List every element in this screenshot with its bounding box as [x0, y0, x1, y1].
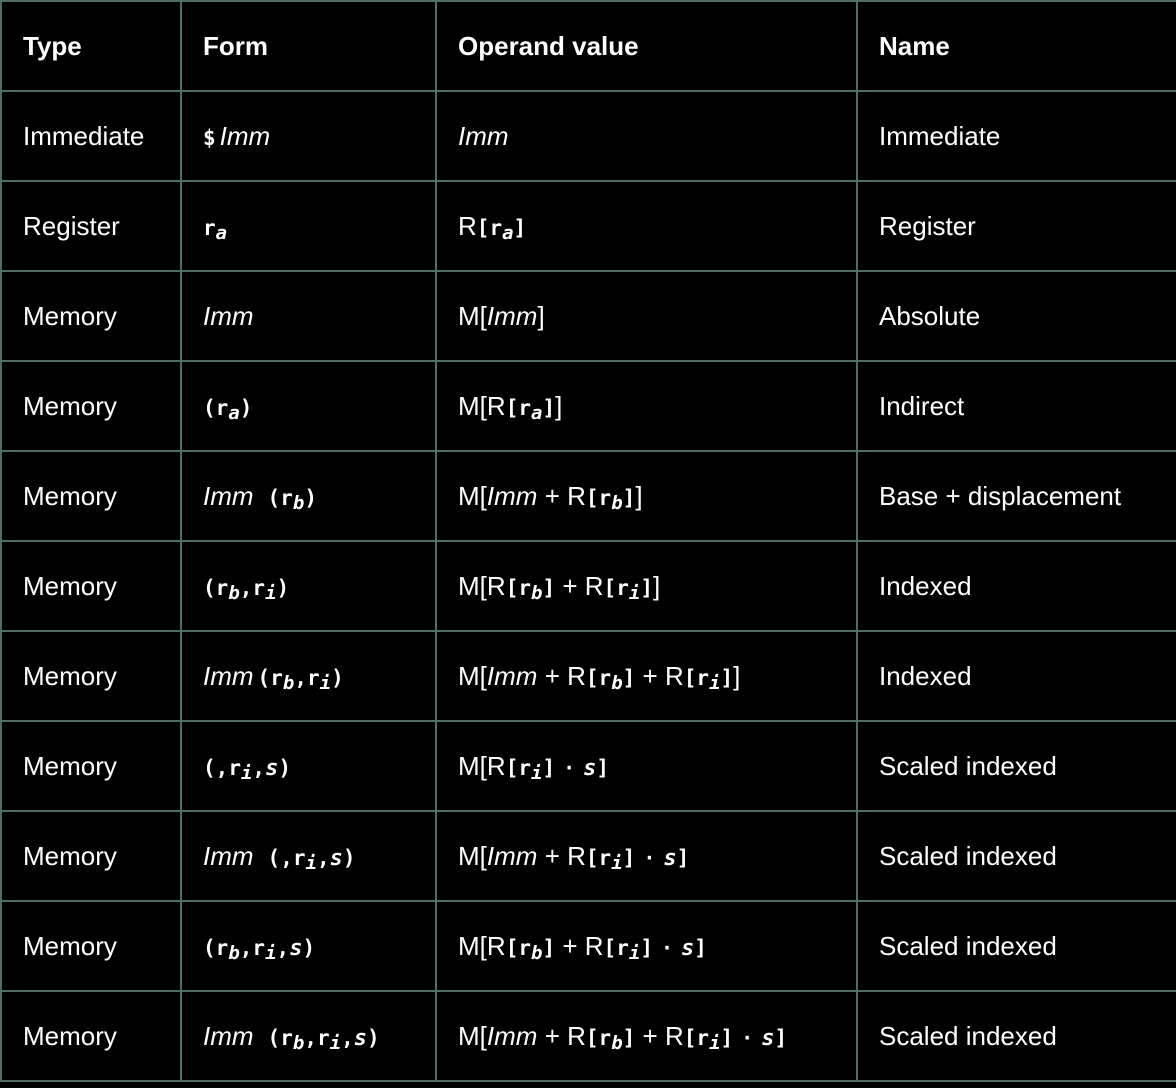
form-cell: Imm(rb,ri)	[180, 630, 437, 722]
type-cell: Memory	[0, 540, 182, 632]
operand-value-cell: M[Imm + R[rb] + R[ri]·s]	[435, 990, 858, 1082]
name-cell: Immediate	[856, 90, 1176, 182]
name-cell: Scaled indexed	[856, 900, 1176, 992]
table-row: Memory Imm M[Imm] Absolute	[0, 270, 1176, 362]
type-cell: Memory	[0, 810, 182, 902]
header-form: Form	[180, 0, 437, 92]
operand-value-cell: R[ra]	[435, 180, 858, 272]
table-row: Immediate $Imm Imm Immediate	[0, 90, 1176, 182]
header-row: Type Form Operand value Name	[0, 0, 1176, 92]
name-cell: Absolute	[856, 270, 1176, 362]
table-row: Memory Imm(rb) M[Imm + R[rb]] Base + dis…	[0, 450, 1176, 542]
form-cell: (rb,ri,s)	[180, 900, 437, 992]
form-cell: Imm(rb,ri,s)	[180, 990, 437, 1082]
header-type: Type	[0, 0, 182, 92]
form-cell: (ra)	[180, 360, 437, 452]
form-cell: Imm(,ri,s)	[180, 810, 437, 902]
name-cell: Indexed	[856, 540, 1176, 632]
name-cell: Scaled indexed	[856, 990, 1176, 1082]
operand-value-cell: Imm	[435, 90, 858, 182]
form-cell: Imm	[180, 270, 437, 362]
operand-value-cell: M[R[rb] + R[ri]·s]	[435, 900, 858, 992]
operand-value-cell: M[Imm + R[ri]·s]	[435, 810, 858, 902]
type-cell: Memory	[0, 360, 182, 452]
operand-value-cell: M[R[ri]·s]	[435, 720, 858, 812]
type-cell: Memory	[0, 270, 182, 362]
form-cell: (,ri,s)	[180, 720, 437, 812]
name-cell: Indexed	[856, 630, 1176, 722]
name-cell: Scaled indexed	[856, 720, 1176, 812]
form-cell: ra	[180, 180, 437, 272]
table-row: Memory (ra) M[R[ra]] Indirect	[0, 360, 1176, 452]
operand-value-cell: M[Imm + R[rb] + R[ri]]	[435, 630, 858, 722]
name-cell: Scaled indexed	[856, 810, 1176, 902]
type-cell: Memory	[0, 630, 182, 722]
operand-value-cell: M[Imm + R[rb]]	[435, 450, 858, 542]
table-row: Memory Imm(rb,ri) M[Imm + R[rb] + R[ri]]…	[0, 630, 1176, 722]
type-cell: Memory	[0, 900, 182, 992]
type-cell: Memory	[0, 990, 182, 1082]
form-cell: $Imm	[180, 90, 437, 182]
type-cell: Register	[0, 180, 182, 272]
table-row: Register ra R[ra] Register	[0, 180, 1176, 272]
name-cell: Register	[856, 180, 1176, 272]
operand-value-cell: M[R[ra]]	[435, 360, 858, 452]
header-operand-value: Operand value	[435, 0, 858, 92]
table-row: Memory (rb,ri) M[R[rb] + R[ri]] Indexed	[0, 540, 1176, 632]
operand-value-cell: M[Imm]	[435, 270, 858, 362]
table-row: Memory (rb,ri,s) M[R[rb] + R[ri]·s] Scal…	[0, 900, 1176, 992]
form-cell: (rb,ri)	[180, 540, 437, 632]
operand-value-cell: M[R[rb] + R[ri]]	[435, 540, 858, 632]
form-cell: Imm(rb)	[180, 450, 437, 542]
type-cell: Memory	[0, 450, 182, 542]
table-row: Memory Imm(rb,ri,s) M[Imm + R[rb] + R[ri…	[0, 990, 1176, 1082]
header-name: Name	[856, 0, 1176, 92]
type-cell: Immediate	[0, 90, 182, 182]
type-cell: Memory	[0, 720, 182, 812]
name-cell: Indirect	[856, 360, 1176, 452]
table-row: Memory Imm(,ri,s) M[Imm + R[ri]·s] Scale…	[0, 810, 1176, 902]
table-row: Memory (,ri,s) M[R[ri]·s] Scaled indexed	[0, 720, 1176, 812]
name-cell: Base + displacement	[856, 450, 1176, 542]
